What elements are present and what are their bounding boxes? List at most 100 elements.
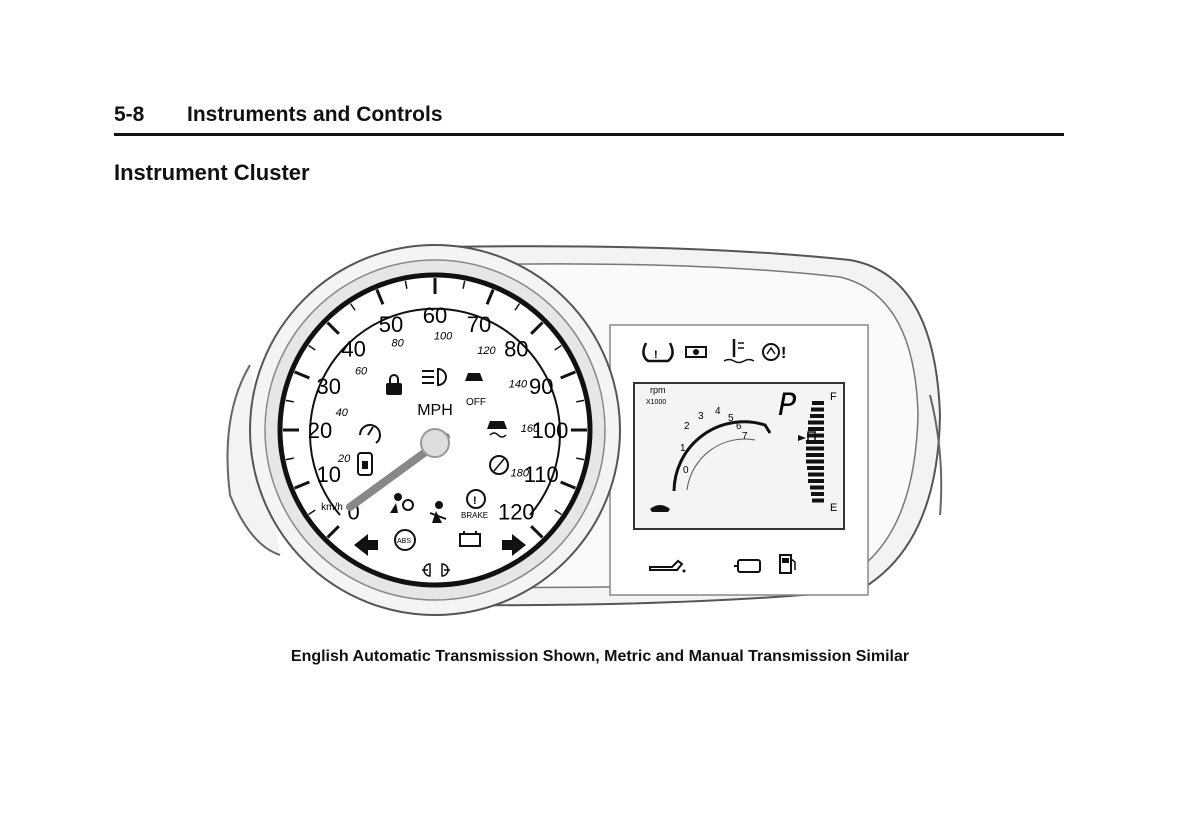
speed-tick [530, 321, 544, 335]
mph-label: 50 [379, 312, 403, 337]
kmh-label: 40 [336, 407, 349, 419]
airbag-icon [390, 493, 414, 513]
kmh-label: 100 [434, 330, 453, 342]
rpm-tick-2: 2 [684, 421, 690, 432]
mph-label: 110 [524, 462, 559, 487]
speed-tick [285, 457, 294, 461]
rpm-tick-0: 0 [683, 465, 689, 476]
vehicle-mini-icon [650, 505, 670, 512]
rpm-tick-4: 4 [715, 406, 721, 417]
traction-off-icon: OFF [465, 373, 486, 408]
speed-tick [349, 303, 356, 311]
fuel-door-arrow-icon [798, 435, 806, 441]
temperature-icon [723, 339, 755, 364]
fuel-bar [806, 453, 824, 457]
speed-tick [554, 509, 562, 516]
speed-tick [326, 321, 340, 335]
right-hood-edge [929, 394, 943, 516]
tach-arc [672, 420, 772, 492]
oil-pressure-icon [649, 559, 686, 573]
abs-label: ABS [397, 538, 411, 545]
kmh-label: 180 [511, 468, 530, 480]
speed-tick [293, 370, 310, 380]
fuel-bar [811, 492, 824, 496]
rpm-label: rpm [650, 385, 666, 395]
headlamp-icon [422, 367, 447, 387]
cruise-icon [359, 424, 381, 444]
mph-label: 80 [504, 337, 528, 362]
fuel-bar [807, 466, 824, 470]
rpm-tick-7: 7 [742, 431, 748, 442]
svg-text:!: ! [473, 495, 477, 507]
fuel-bar [810, 485, 824, 490]
speed-tick [462, 280, 466, 289]
svg-text:!: ! [654, 349, 658, 361]
door-ajar-icon [357, 452, 373, 476]
fuel-bar [811, 407, 824, 412]
abs-icon: ABS [394, 529, 416, 551]
page-header: 5-8 Instruments and Controls [114, 101, 1064, 136]
rpm-tick-1: 1 [680, 443, 686, 454]
speed-ticks [283, 278, 587, 539]
kmh-inner-arc [309, 307, 561, 516]
speed-tick [554, 344, 562, 351]
fog-lamp-icon [422, 563, 450, 577]
speed-tick [404, 280, 408, 289]
speed-tick [560, 370, 577, 380]
section-title: Instrument Cluster [114, 160, 310, 185]
speed-tick [514, 303, 521, 311]
cluster-svg: rpm X1000 0 1 2 3 4 5 6 7 P F E ! ! 0102… [226, 244, 943, 616]
mph-label: 20 [308, 418, 332, 443]
fuel-full-label: F [830, 391, 837, 403]
mph-label: 120 [498, 499, 535, 524]
fuel-bar [806, 446, 824, 451]
needle-hub [420, 428, 450, 458]
speed-tick [530, 525, 544, 539]
turn-right-icon [502, 534, 526, 556]
mph-label: 30 [317, 374, 341, 399]
rpm-tick-3: 3 [698, 411, 704, 422]
rpm-multiplier: X1000 [646, 399, 666, 406]
rpm-tick-6: 6 [736, 421, 742, 432]
stabilitrak-icon [487, 421, 507, 438]
speed-tick [560, 480, 577, 490]
speed-tick [375, 288, 385, 305]
figure-caption: English Automatic Transmission Shown, Me… [290, 648, 910, 665]
speed-tick [576, 399, 585, 403]
kmh-label: 80 [392, 338, 405, 350]
fuel-icon [779, 554, 796, 574]
gear-indicator: P [778, 388, 797, 423]
speed-tick [576, 457, 585, 461]
brake-label: BRAKE [461, 511, 488, 520]
turn-left-icon [354, 534, 378, 556]
speed-tick [285, 399, 294, 403]
fuel-pump-mini-icon [807, 431, 816, 444]
speed-tick [308, 344, 316, 351]
kmh-unit-label: km/h [321, 502, 343, 513]
header-title: Instruments and Controls [187, 103, 443, 126]
kmh-label: 160 [521, 423, 540, 435]
rpm-tick-5: 5 [728, 413, 734, 424]
fuel-empty-label: E [830, 502, 837, 514]
kmh-label: 20 [337, 453, 351, 465]
traction-off-label: OFF [466, 397, 486, 408]
mph-label: 10 [317, 462, 341, 487]
mph-unit-label: MPH [417, 402, 453, 419]
battery-icon [459, 531, 481, 547]
brake-icon: ! BRAKE [461, 489, 488, 520]
kmh-label: 60 [355, 365, 368, 377]
fuel-bar [808, 472, 824, 477]
traction-control-icon [489, 455, 509, 475]
speed-tick [308, 509, 316, 516]
mph-label: 70 [467, 312, 491, 337]
speed-tick [326, 525, 340, 539]
mph-label: 40 [341, 337, 365, 362]
speed-tick [485, 288, 495, 305]
mph-label: 100 [532, 418, 569, 443]
engine-coolant-icon [685, 346, 707, 358]
door-lock-icon [386, 374, 402, 395]
fuel-bar [810, 414, 824, 418]
kmh-label: 120 [477, 345, 496, 357]
